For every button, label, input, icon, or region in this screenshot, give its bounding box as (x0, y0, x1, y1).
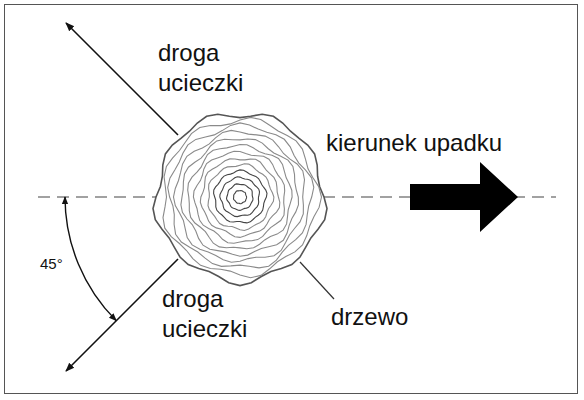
tree-ring (188, 145, 292, 249)
tree-outline (153, 114, 327, 285)
angle-label: 45° (40, 255, 63, 274)
escape-route-arrow (66, 259, 178, 371)
angle-arc (65, 197, 116, 321)
leader-line (300, 262, 334, 299)
escape-route-label: droga ucieczki (158, 38, 278, 98)
tree-ring (181, 139, 299, 256)
tree-ring (227, 184, 254, 211)
tree-ring (220, 177, 260, 217)
escape-route-label: droga ucieczki (162, 284, 282, 344)
tree-ring (234, 191, 247, 204)
tree-ring (214, 170, 267, 223)
fall-direction-arrow (410, 162, 518, 232)
tree-rings (153, 114, 327, 285)
tree-ring (200, 159, 279, 238)
tree-ring (193, 151, 284, 243)
fall-direction-label: kierunek upadku (326, 128, 502, 158)
tree-ring (163, 117, 322, 277)
tree-ring (168, 123, 314, 268)
tree-ring (208, 164, 274, 231)
tree-label: drzewo (331, 302, 408, 332)
tree-ring (174, 130, 305, 262)
tree-pith (237, 194, 244, 201)
